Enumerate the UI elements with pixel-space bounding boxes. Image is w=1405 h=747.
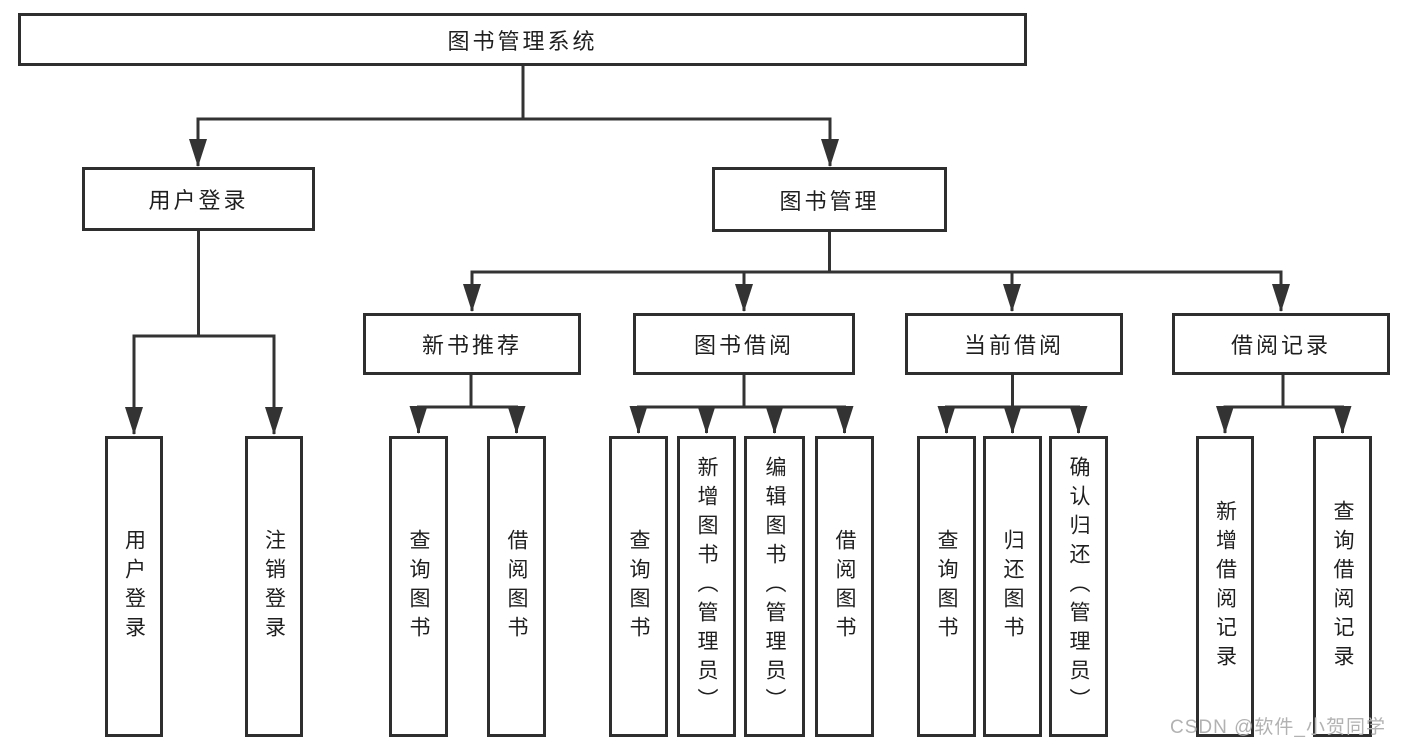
leaf-newbook-query-books: 查询图书 <box>389 436 448 737</box>
leaf-borrow-add-books-admin: 新增图书（管理员） <box>677 436 736 737</box>
leaf-label: 借阅图书 <box>505 528 528 645</box>
node-label: 图书管理 <box>779 188 880 214</box>
node-label: 图书借阅 <box>693 333 794 358</box>
node-library-management-system: 图书管理系统 <box>18 13 1027 66</box>
leaf-label: 查询图书 <box>627 528 650 645</box>
node-user-login-branch: 用户登录 <box>82 167 315 231</box>
node-label: 新书推荐 <box>421 333 522 358</box>
leaf-borrow-query-books: 查询图书 <box>609 436 668 737</box>
leaf-user-login: 用户登录 <box>105 436 163 737</box>
leaf-label: 新增图书（管理员） <box>695 456 718 717</box>
leaf-label: 新增借阅记录 <box>1213 499 1237 674</box>
leaf-logout: 注销登录 <box>245 436 303 737</box>
leaf-label: 归还图书 <box>1001 528 1024 645</box>
node-label: 当前借阅 <box>963 333 1064 358</box>
leaf-borrow-edit-books-admin: 编辑图书（管理员） <box>744 436 805 737</box>
leaf-current-return-books: 归还图书 <box>983 436 1042 737</box>
leaf-label: 查询图书 <box>407 528 430 645</box>
leaf-current-confirm-return-admin: 确认归还（管理员） <box>1049 436 1108 737</box>
node-book-management-branch: 图书管理 <box>712 167 947 232</box>
node-current-borrow: 当前借阅 <box>905 313 1123 375</box>
leaf-label: 注销登录 <box>262 528 286 645</box>
leaf-current-query-books: 查询图书 <box>917 436 976 737</box>
leaf-label: 用户登录 <box>122 528 146 645</box>
node-new-book-recommend: 新书推荐 <box>363 313 581 375</box>
leaf-records-add-record: 新增借阅记录 <box>1196 436 1254 737</box>
node-label: 图书管理系统 <box>447 28 598 54</box>
watermark-text: CSDN @软件_小贺同学 <box>1170 717 1386 738</box>
leaf-label: 确认归还（管理员） <box>1067 456 1090 717</box>
leaf-records-query-record: 查询借阅记录 <box>1313 436 1372 737</box>
leaf-newbook-borrow-books: 借阅图书 <box>487 436 546 737</box>
node-label: 借阅记录 <box>1230 333 1331 358</box>
leaf-label: 借阅图书 <box>833 528 856 645</box>
node-label: 用户登录 <box>148 188 249 213</box>
leaf-borrow-borrow-books: 借阅图书 <box>815 436 874 737</box>
node-book-borrow: 图书借阅 <box>633 313 855 375</box>
leaf-label: 编辑图书（管理员） <box>763 456 786 717</box>
leaf-label: 查询图书 <box>935 528 958 645</box>
node-borrow-records: 借阅记录 <box>1172 313 1390 375</box>
leaf-label: 查询借阅记录 <box>1331 499 1354 674</box>
